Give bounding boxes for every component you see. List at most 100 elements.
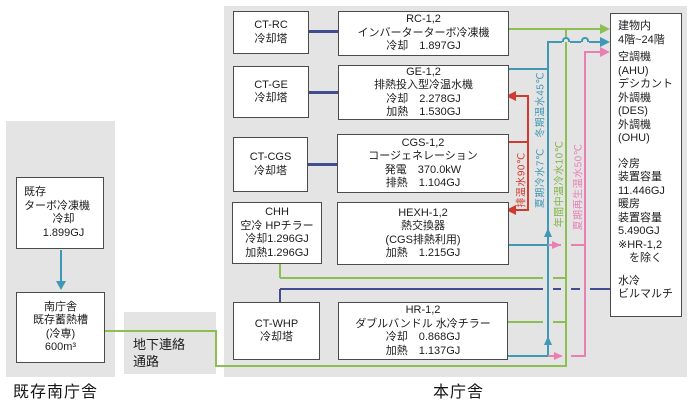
pipe-teal-top-s2 (570, 41, 581, 43)
text-line: CT-GE (254, 78, 288, 91)
pipe-red-hexh (514, 209, 529, 211)
pipe-navy-s1 (280, 288, 543, 290)
pipe-teal-hop-2 (581, 37, 589, 42)
text-line: デシカント (618, 78, 673, 90)
text-line: 加熱1.296GJ (245, 246, 309, 259)
text-line: ビルマルチ (618, 288, 673, 300)
pipe-teal-trunk (547, 41, 549, 357)
text-line: HR-1,2 (405, 304, 441, 316)
panel-underground-tunnel (124, 312, 216, 374)
text-line: CGS-1,2 (401, 136, 445, 149)
text-line: 発電 370.0kW (384, 163, 462, 176)
pipe-green-tank-h (105, 330, 217, 332)
underground-tunnel-label: 地下連絡通路 (133, 336, 185, 370)
pipe-label-chilled-hot-water: 夏期冷水7℃ 冬期温水45℃ (535, 71, 547, 209)
text-line: 水冷 (618, 274, 640, 287)
text-line: 冷却塔 (254, 92, 288, 104)
text-line: 冷却塔 (254, 32, 288, 45)
pipe-green-top (508, 28, 602, 30)
text-line: 装置容量 (618, 171, 662, 183)
text-line: 空調機 (618, 51, 651, 63)
text-line: ※HR-1,2 (618, 238, 663, 251)
pipe-green-chh-h1 (280, 277, 543, 279)
arrow-teal-into-building (600, 37, 610, 47)
pipe-green-hr-h1 (508, 321, 543, 323)
text-line: 外調機 (618, 118, 651, 131)
text-line: 空冷 HPチラー (240, 219, 314, 232)
text-line: HEXH-1,2 (398, 206, 448, 219)
text-line: 通路 (133, 354, 160, 369)
pipe-ctge-ge (309, 91, 338, 94)
pipe-green-bottom (215, 365, 566, 367)
text-line: 排熱 1.104GJ (385, 177, 461, 189)
pipe-teal-hexh (508, 244, 549, 246)
text-line: (DES) (618, 105, 648, 117)
text-line: RC-1,2 (406, 13, 441, 26)
pipe-pink-hexh-s2 (571, 244, 585, 246)
text-line: 1.899GJ (42, 226, 85, 239)
pipe-label-regen-hot-water: 夏期再生温水50℃ (573, 143, 585, 231)
arrow-teal-into-tank (56, 281, 66, 290)
text-line: CT-WHP (254, 317, 299, 330)
text-line: 建物内 (618, 20, 651, 32)
text-line: CHH (265, 206, 289, 218)
text-line: 冷却 0.868GJ (385, 331, 461, 343)
pipe-navy-s3 (571, 288, 580, 290)
text-line: 冷却塔 (254, 164, 287, 177)
text-line: 既存蓄熱槽 (33, 314, 88, 326)
pipe-teal-ge (507, 68, 549, 70)
pipe-ctrc-rc (309, 30, 338, 33)
text-line: CT-CGS (249, 151, 292, 163)
text-line: 加熱 1.530GJ (386, 106, 461, 118)
text-line: (CGS排熱利用) (385, 233, 461, 246)
text-line: コージェネレーション (368, 150, 478, 162)
text-line: 加熱 1.137GJ (385, 344, 461, 357)
text-line: 冷却 1.897GJ (386, 40, 461, 53)
text-line: 冷却塔 (260, 331, 293, 343)
text-line: GE-1,2 (406, 65, 441, 78)
text-line: 地下連絡 (133, 337, 186, 352)
pipe-green-chh-drop (279, 264, 281, 278)
text-line: ダブルバンドル 水冷チラー (355, 317, 491, 330)
text-line: 加熱 1.215GJ (385, 247, 461, 259)
pipe-red-ge (514, 95, 529, 97)
text-line: CT-RC (254, 19, 288, 31)
pipe-pink-trunk (584, 51, 586, 357)
pipe-green-hr-h2 (553, 321, 566, 323)
pipe-pink-hr-s2 (571, 355, 585, 357)
text-line: 冷房 (618, 157, 640, 170)
text-line: 装置容量 (618, 211, 662, 224)
pipe-navy-s4 (590, 288, 610, 290)
arrow-pink-into-building (600, 47, 610, 57)
text-line: 4階~24階 (618, 33, 665, 46)
arrow-green-into-building (600, 24, 610, 34)
text-line: 暖房 (618, 198, 640, 210)
text-line: 5.490GJ (618, 225, 660, 237)
pipe-teal-hr (508, 355, 549, 357)
area-label-main-building: 本庁舎 (433, 384, 485, 400)
pipe-label-medium-temp-water: 年間中温冷水10℃ (554, 140, 566, 228)
pipe-teal-existing-chiller (60, 250, 62, 283)
arrow-pink-hexh (552, 241, 561, 249)
text-line: 600m³ (44, 341, 77, 353)
pipe-green-tank-v (215, 330, 217, 367)
box-existing-thermal-storage-tank: 南庁舎既存蓄熱槽(冷専)600m³ (16, 292, 105, 363)
text-line: 11.446GJ (618, 184, 665, 197)
building-multi-ac-group: 水冷ビルマルチ (618, 275, 673, 302)
text-line: (冷専) (45, 327, 76, 340)
area-label-existing-south-building: 既存南庁舎 (13, 384, 99, 400)
text-line: 既存 (24, 186, 46, 198)
text-line: 冷却 2.278GJ (386, 92, 461, 105)
